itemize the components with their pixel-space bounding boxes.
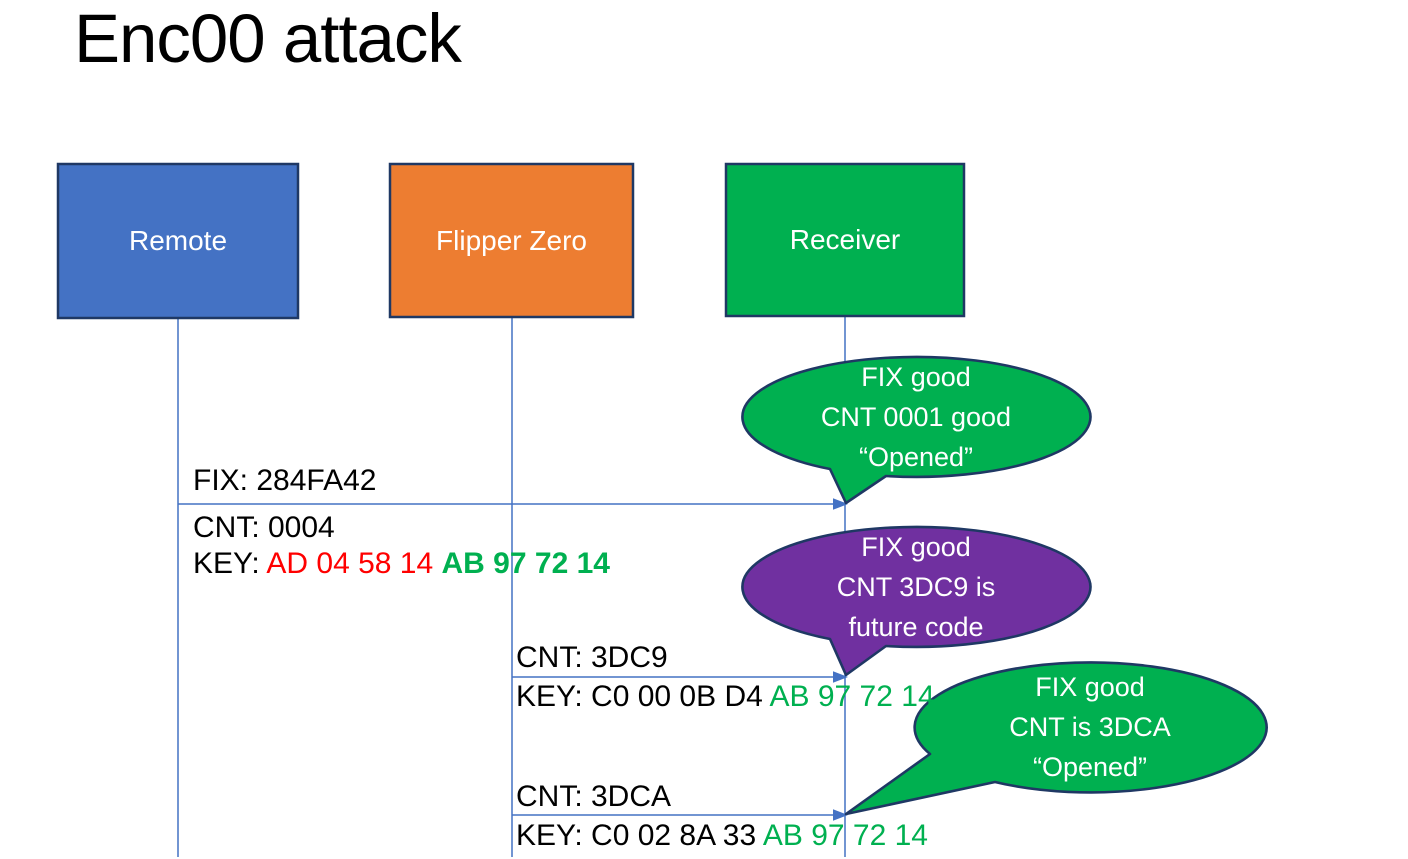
message-2-cnt-label: CNT: 3DC9 (516, 641, 668, 674)
key-prefix: KEY: (193, 547, 267, 580)
message-3-key-label: KEY: C0 02 8A 33 AB 97 72 14 (516, 818, 928, 854)
message-arrow-3-head (833, 809, 848, 821)
speech-bubble-2-text: FIX good CNT 3DC9 is future code (742, 529, 1090, 645)
actor-label-text: Receiver (789, 224, 901, 255)
key-green-bytes: AB 97 72 14 (769, 680, 935, 713)
actor-box-receiver (724, 162, 966, 318)
speech-bubble-1-shape (741, 355, 1092, 505)
bubble-line: “Opened” (858, 442, 974, 472)
speech-bubble-3-shape (844, 661, 1268, 816)
message-arrow-1-head (833, 498, 848, 510)
actor-label-text: Flipper Zero (436, 224, 587, 256)
key-red-bytes: AD 04 58 14 (266, 547, 442, 580)
message-1-cnt-label: CNT: 0004 (193, 511, 335, 544)
bubble-line: FIX good (1035, 672, 1145, 702)
bubble-line: CNT 0001 good (820, 402, 1012, 432)
actor-label-text: Remote (128, 225, 228, 256)
bubble-line: FIX good (861, 362, 971, 392)
message-arrow-2-head (833, 671, 848, 683)
actor-box-flipper-zero (388, 162, 635, 319)
key-green-bytes: AB 97 72 14 (762, 819, 928, 852)
bubble-line: future code (848, 612, 984, 642)
message-1-key-label: KEY: AD 04 58 14 AB 97 72 14 (193, 546, 610, 582)
page-title: Enc00 attack (74, 0, 462, 77)
key-prefix: KEY: C0 02 8A 33 (516, 819, 763, 852)
speech-bubble-1-text: FIX good CNT 0001 good “Opened” (742, 359, 1090, 475)
message-2-key-label: KEY: C0 00 0B D4 AB 97 72 14 (516, 679, 935, 715)
actor-label-flipper-zero: Flipper Zero (390, 164, 633, 317)
bubble-line: “Opened” (1032, 752, 1148, 782)
actor-label-remote: Remote (58, 164, 298, 318)
bubble-line: CNT is 3DCA (1009, 712, 1171, 742)
message-3-cnt-label: CNT: 3DCA (516, 780, 672, 813)
key-green-bytes: AB 97 72 14 (441, 547, 610, 580)
actor-label-receiver: Receiver (726, 164, 964, 316)
bubble-line: CNT 3DC9 is (836, 572, 996, 602)
actor-box-remote (56, 162, 300, 320)
speech-bubble-2-shape (741, 525, 1092, 677)
speech-bubble-3-text: FIX good CNT is 3DCA “Opened” (914, 663, 1266, 791)
bubble-line: FIX good (861, 532, 971, 562)
key-prefix: KEY: C0 00 0B D4 (516, 680, 770, 713)
message-1-fix-label: FIX: 284FA42 (193, 464, 377, 497)
